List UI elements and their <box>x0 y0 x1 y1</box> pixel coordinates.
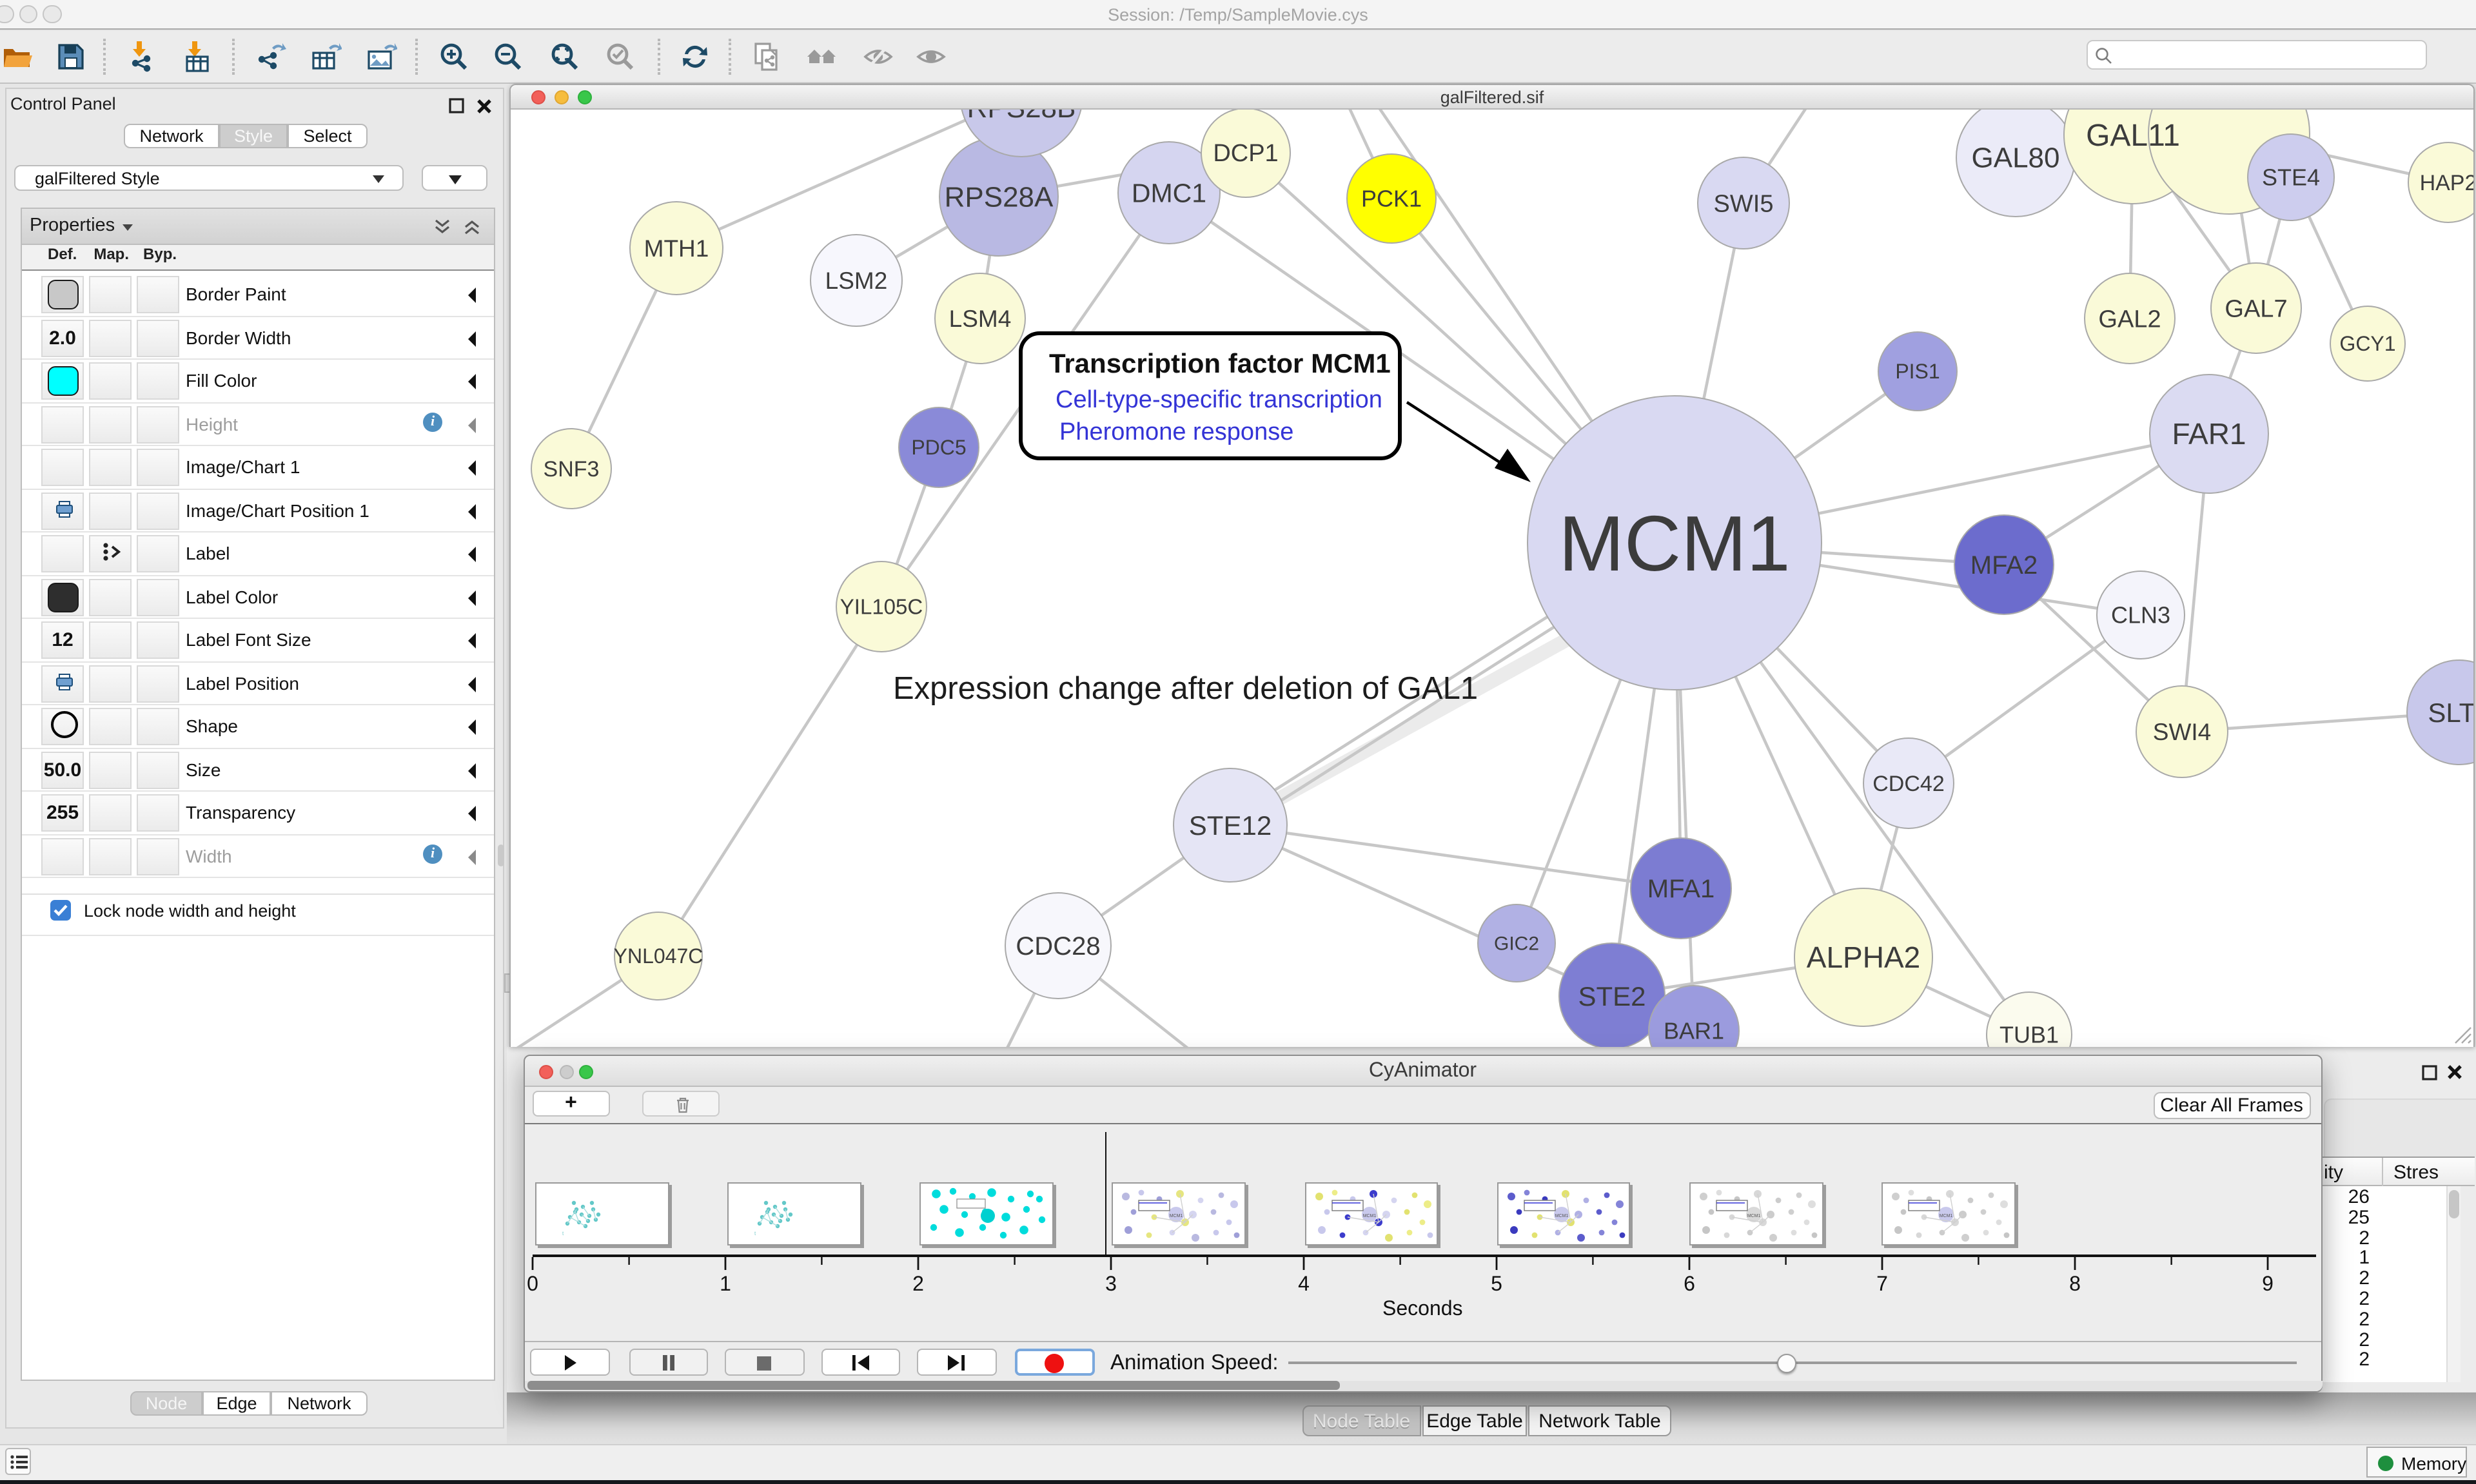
svg-text:t: t <box>754 1231 756 1236</box>
svg-text:GAL80: GAL80 <box>1972 142 2060 173</box>
svg-text:GAL11: GAL11 <box>2086 119 2180 153</box>
svg-text:STE12: STE12 <box>1189 810 1272 841</box>
svg-text:STE4: STE4 <box>2262 164 2320 191</box>
svg-text:1: 1 <box>720 1271 731 1294</box>
svg-text:MCM1: MCM1 <box>1940 1214 1953 1218</box>
svg-text:GAL2: GAL2 <box>2098 306 2161 333</box>
svg-text:TUB1: TUB1 <box>1999 1022 2059 1047</box>
svg-text:GIC2: GIC2 <box>1494 933 1539 955</box>
svg-text:4: 4 <box>1298 1271 1310 1294</box>
svg-text:MCM1: MCM1 <box>1362 1214 1376 1218</box>
svg-text:MCM1: MCM1 <box>1555 1214 1568 1218</box>
svg-text:RPS28B: RPS28B <box>967 110 1076 124</box>
svg-text:CLN3: CLN3 <box>2111 602 2170 629</box>
svg-text:7: 7 <box>1876 1271 1888 1294</box>
svg-text:LSM4: LSM4 <box>949 306 1012 332</box>
svg-text:LSM2: LSM2 <box>825 268 888 294</box>
svg-text:RPS28A: RPS28A <box>945 181 1054 213</box>
svg-text:8: 8 <box>2069 1271 2081 1294</box>
svg-text:MTH1: MTH1 <box>644 235 709 262</box>
svg-text:SNF3: SNF3 <box>544 457 600 482</box>
svg-text:2: 2 <box>912 1271 924 1294</box>
svg-text:CDC28: CDC28 <box>1016 932 1100 961</box>
svg-text:t: t <box>562 1231 564 1236</box>
svg-text:DMC1: DMC1 <box>1132 178 1206 208</box>
svg-text:CDC42: CDC42 <box>1872 772 1944 796</box>
svg-text:ALPHA2: ALPHA2 <box>1807 941 1920 974</box>
svg-text:9: 9 <box>2262 1271 2274 1294</box>
svg-text:MFA1: MFA1 <box>1647 875 1715 903</box>
svg-text:SWI4: SWI4 <box>2153 719 2211 745</box>
svg-text:PDC5: PDC5 <box>911 436 966 459</box>
svg-text:PIS1: PIS1 <box>1895 360 1940 383</box>
svg-text:FAR1: FAR1 <box>2172 417 2246 451</box>
svg-text:GAL7: GAL7 <box>2225 295 2287 322</box>
svg-text:YIL105C: YIL105C <box>840 595 923 619</box>
svg-text:MFA2: MFA2 <box>1970 551 2038 580</box>
svg-text:GCY1: GCY1 <box>2339 332 2395 355</box>
svg-text:SWI5: SWI5 <box>1714 190 1774 217</box>
svg-text:YNL047C: YNL047C <box>614 944 703 968</box>
svg-text:5: 5 <box>1491 1271 1502 1294</box>
svg-text:0: 0 <box>527 1271 538 1294</box>
svg-text:STE2: STE2 <box>1578 981 1646 1011</box>
svg-text:MCM1: MCM1 <box>1558 500 1790 587</box>
svg-text:HAP2: HAP2 <box>2420 171 2473 195</box>
svg-text:PCK1: PCK1 <box>1361 186 1422 212</box>
svg-text:BAR1: BAR1 <box>1664 1018 1724 1044</box>
svg-text:3: 3 <box>1105 1271 1117 1294</box>
svg-text:MCM1: MCM1 <box>1747 1214 1761 1218</box>
svg-text:DCP1: DCP1 <box>1213 140 1278 167</box>
svg-text:6: 6 <box>1684 1271 1695 1294</box>
svg-text:MCM1: MCM1 <box>1170 1214 1183 1218</box>
svg-text:SLT2: SLT2 <box>2428 698 2473 728</box>
svg-text:Expression change after deleti: Expression change after deletion of GAL1 <box>893 671 1478 706</box>
